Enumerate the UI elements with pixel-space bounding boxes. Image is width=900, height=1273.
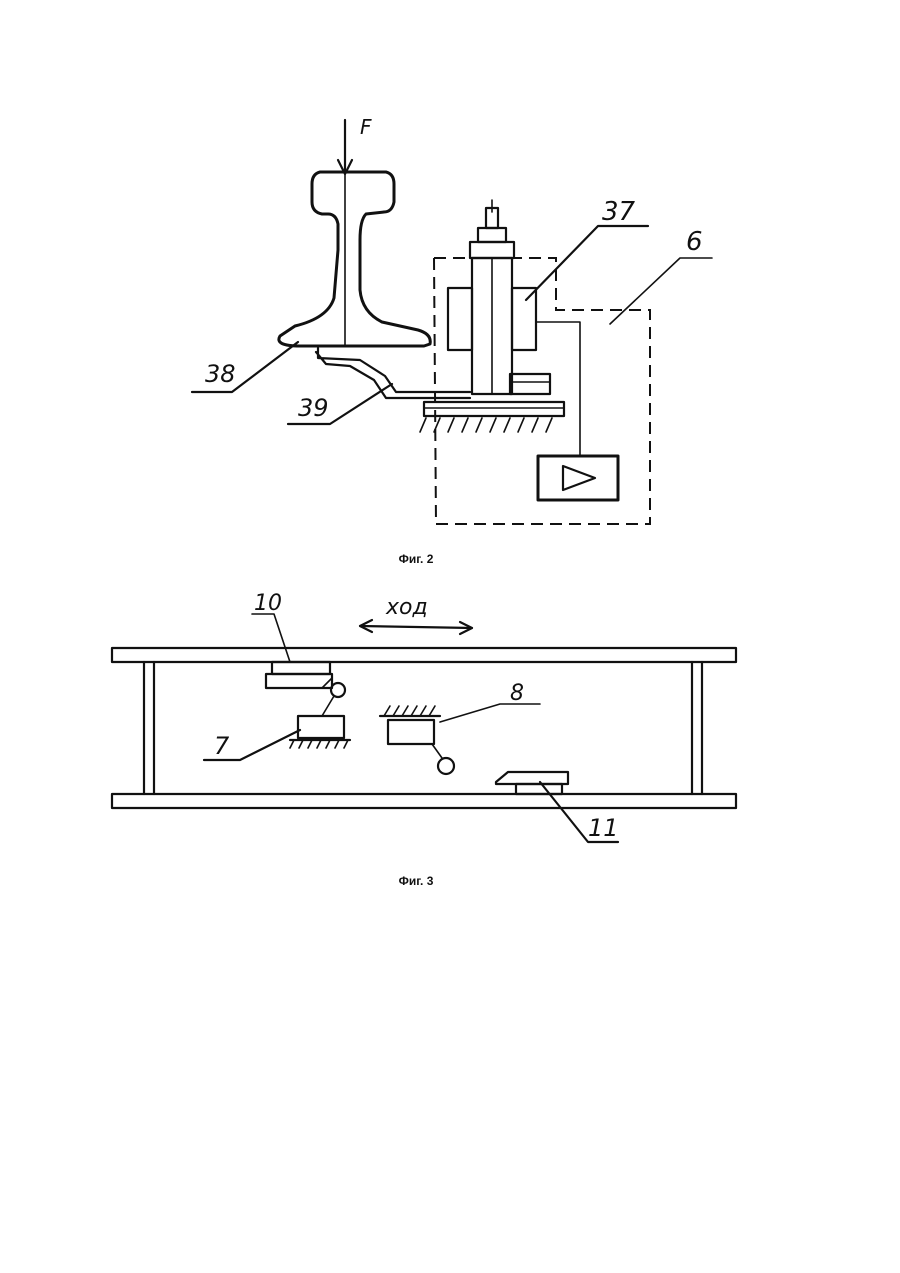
motion-arrow (360, 620, 472, 634)
part-7 (290, 696, 350, 748)
ground-hatch-fig2 (420, 418, 552, 432)
label-37: 37 (602, 197, 636, 227)
caption-fig2: Фиг. 2 (399, 552, 434, 566)
signal-wire (536, 322, 580, 456)
force-arrow (338, 120, 352, 174)
sensor-37 (424, 200, 564, 416)
label-6: 6 (686, 227, 703, 257)
frame (112, 648, 736, 808)
rail-profile (279, 172, 430, 346)
label-8: 8 (510, 681, 524, 706)
force-label: F (360, 115, 372, 139)
label-7: 7 (214, 732, 230, 760)
label-10: 10 (254, 591, 282, 616)
figure-2: F 38 39 (192, 115, 712, 566)
amplifier-icon (538, 456, 618, 500)
part-11 (496, 772, 568, 794)
leader-6 (610, 258, 712, 324)
label-38: 38 (205, 360, 236, 388)
leader-37 (526, 226, 648, 300)
caption-fig3: Фиг. 3 (399, 874, 434, 888)
label-39: 39 (298, 394, 329, 422)
figure-3: ход 10 (112, 591, 736, 888)
bracket-39 (316, 348, 470, 398)
leader-8 (440, 704, 540, 722)
label-11: 11 (588, 814, 619, 842)
part-10 (266, 662, 345, 697)
part-8 (380, 706, 454, 774)
motion-label: ход (385, 595, 428, 620)
leader-10 (252, 614, 290, 662)
